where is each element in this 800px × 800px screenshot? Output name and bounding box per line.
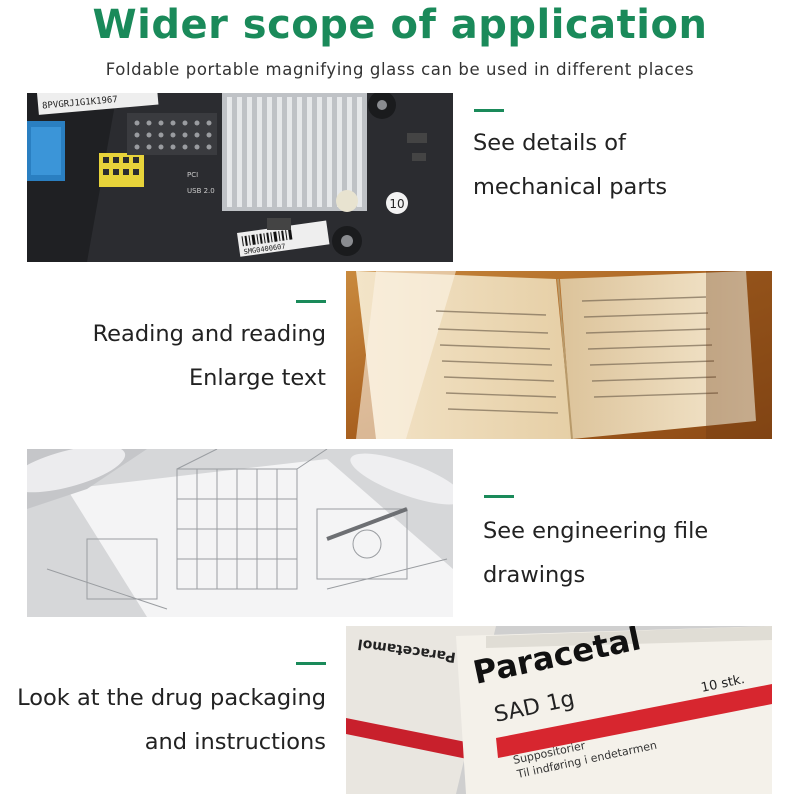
caption-line: and instructions [144,729,326,755]
caption-line: Look at the drug packaging [17,685,326,711]
accent-dash [296,662,326,665]
caption-reading: Reading and reading Enlarge text [93,312,326,400]
caption-line: drawings [483,562,586,588]
page-subtitle: Foldable portable magnifying glass can b… [105,60,695,79]
sticker-label: 10 [389,197,404,211]
caption-line: Reading and reading [92,321,326,347]
open-book-photo [346,271,772,439]
engineering-drawing-photo [27,449,453,617]
caption-mechanical-parts: See details of mechanical parts [473,121,667,209]
drug-packaging-photo: Paracetamol Paracetal SAD 1g 10 stk. Sup… [346,626,772,794]
caption-drug-packaging: Look at the drug packaging and instructi… [17,676,326,764]
accent-dash [484,495,514,498]
caption-engineering: See engineering file drawings [483,509,708,597]
caption-line: See engineering file [483,518,709,544]
caption-line: See details of [473,130,626,156]
caption-line: Enlarge text [188,365,326,391]
circuit-board-photo: 10 8PVGRJ1G1K1967 SMG0400607 USB 2.0 PCI [27,93,453,262]
accent-dash [296,300,326,303]
usb-label: USB 2.0 [187,187,215,195]
page-title: Wider scope of application [92,2,708,48]
caption-line: mechanical parts [473,174,668,200]
accent-dash [474,109,504,112]
pci-label: PCI [187,171,198,179]
